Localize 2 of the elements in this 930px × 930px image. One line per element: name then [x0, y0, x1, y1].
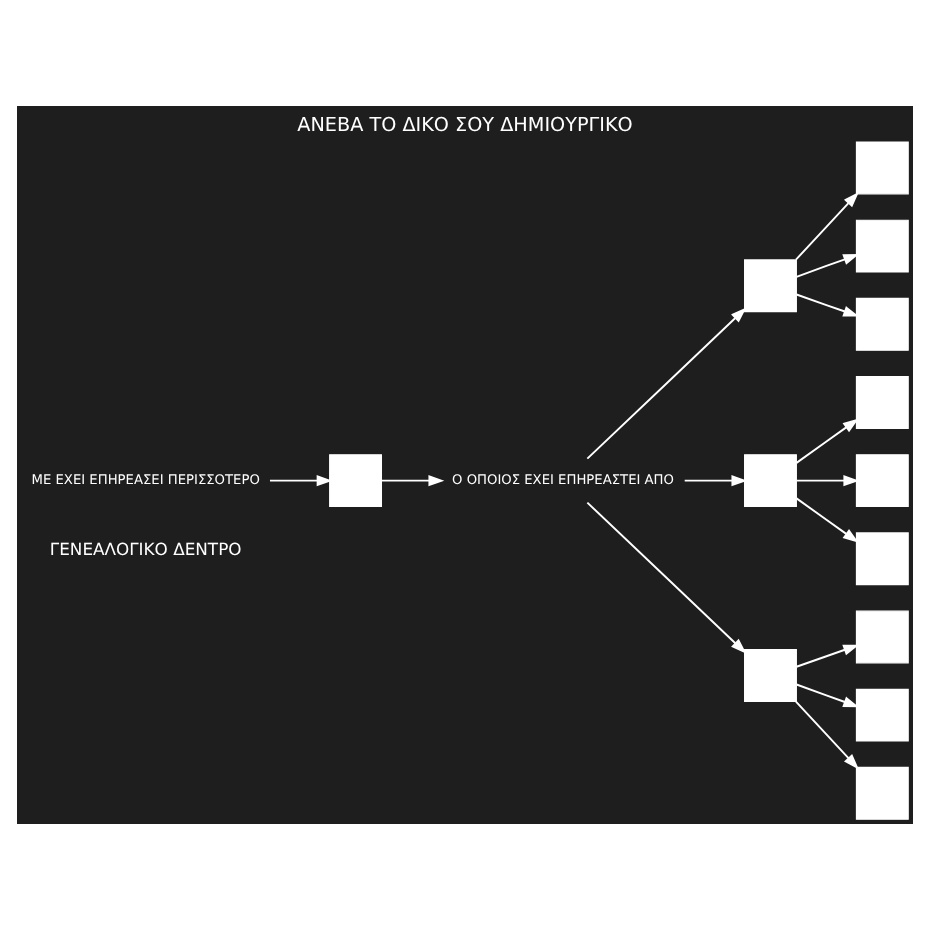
diagram-title: ΑΝΕΒΑ ΤΟ ΔΙΚΟ ΣΟΥ ΔΗΜΙΟΥΡΓΙΚΟ	[297, 115, 633, 138]
label: ΓΕΝΕΑΛΟΓΙΚΟ ΔΕΝΤΡΟ	[49, 538, 242, 559]
